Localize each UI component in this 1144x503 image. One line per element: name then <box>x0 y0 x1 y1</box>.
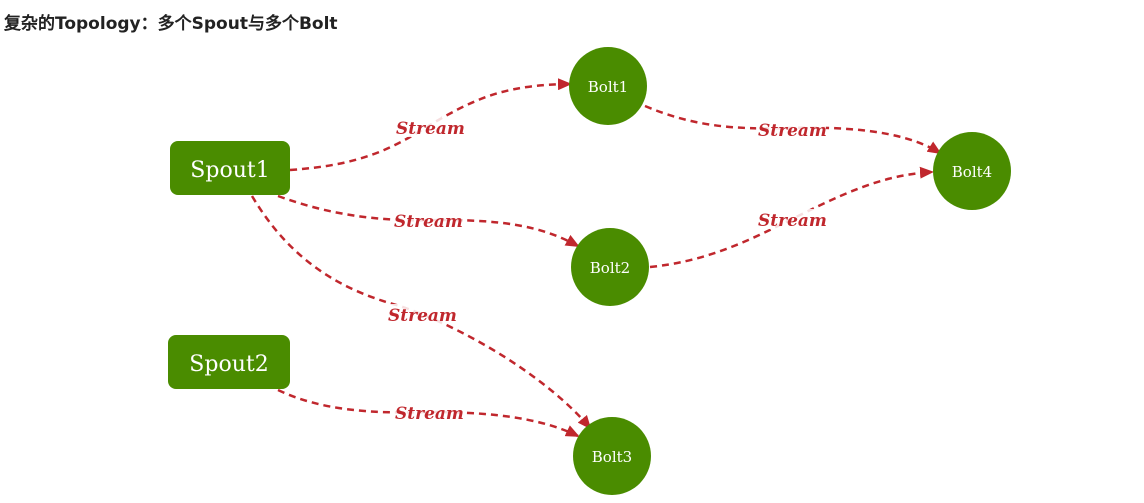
edge-label-bolt2-bolt4: Stream <box>758 211 827 231</box>
bolt-label-4: Bolt4 <box>952 163 992 181</box>
spout-label-2: Spout2 <box>189 352 268 377</box>
bolt-node-2: Bolt2 <box>571 228 649 306</box>
edge-label-spout1-bolt1: Stream <box>396 119 465 139</box>
bolt-label-2: Bolt2 <box>590 259 630 277</box>
spout-node-2: Spout2 <box>168 335 290 389</box>
edge-spout2-bolt3 <box>277 388 580 438</box>
spout-label-1: Spout1 <box>190 158 269 183</box>
bolt-node-4: Bolt4 <box>933 132 1011 210</box>
page-title: 复杂的Topology：多个Spout与多个Bolt <box>4 14 338 34</box>
edge-label-spout2-bolt3: Stream <box>395 404 464 424</box>
bolt-node-3: Bolt3 <box>573 417 651 495</box>
spout-node-1: Spout1 <box>170 141 290 195</box>
bolt-label-1: Bolt1 <box>588 78 628 96</box>
bolt-label-3: Bolt3 <box>592 448 632 466</box>
edge-label-spout1-bolt2: Stream <box>394 212 463 232</box>
edge-labels: Stream Stream Stream Stream Stream Strea… <box>386 117 827 424</box>
edge-spout1-bolt2 <box>277 194 580 248</box>
edge-label-bolt1-bolt4: Stream <box>758 121 827 141</box>
bolt-node-1: Bolt1 <box>569 47 647 125</box>
edge-label-spout1-bolt3: Stream <box>388 306 457 326</box>
